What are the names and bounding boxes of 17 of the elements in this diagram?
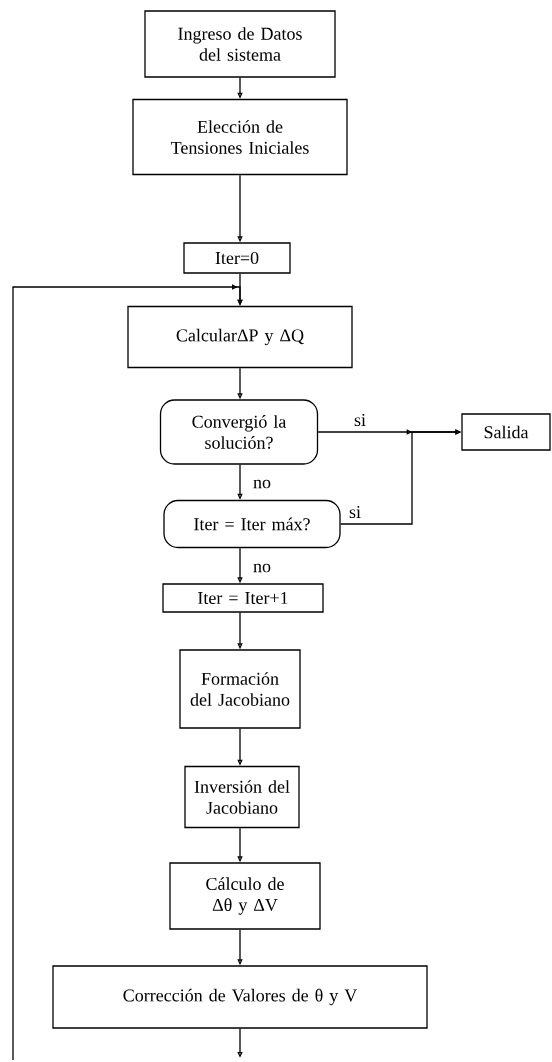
process-box: Iter=0 xyxy=(183,242,291,274)
process-box: Formación del Jacobiano xyxy=(179,649,301,729)
process-box: Cálculo de Δθ y ΔV xyxy=(169,862,321,930)
process-box: Inversión del Jacobiano xyxy=(184,765,300,829)
edge-label: no xyxy=(252,478,272,490)
process-box: Salida xyxy=(461,413,551,451)
process-box: Corrección de Valores de θ y V xyxy=(52,965,428,1029)
decision-box: Convergió la solución? xyxy=(159,399,319,465)
edge-label: si xyxy=(348,504,362,520)
decision-box: Iter = Iter máx? xyxy=(163,499,341,549)
edge-label: si xyxy=(353,412,367,428)
process-box: Ingreso de Datos del sistema xyxy=(144,10,336,78)
process-box: CalcularΔP y ΔQ xyxy=(127,305,353,369)
process-box: Elección de Tensiones Iniciales xyxy=(132,98,348,176)
process-box: Iter = Iter+1 xyxy=(162,583,324,613)
arrow xyxy=(12,284,243,1061)
edge-label: no xyxy=(252,562,272,574)
